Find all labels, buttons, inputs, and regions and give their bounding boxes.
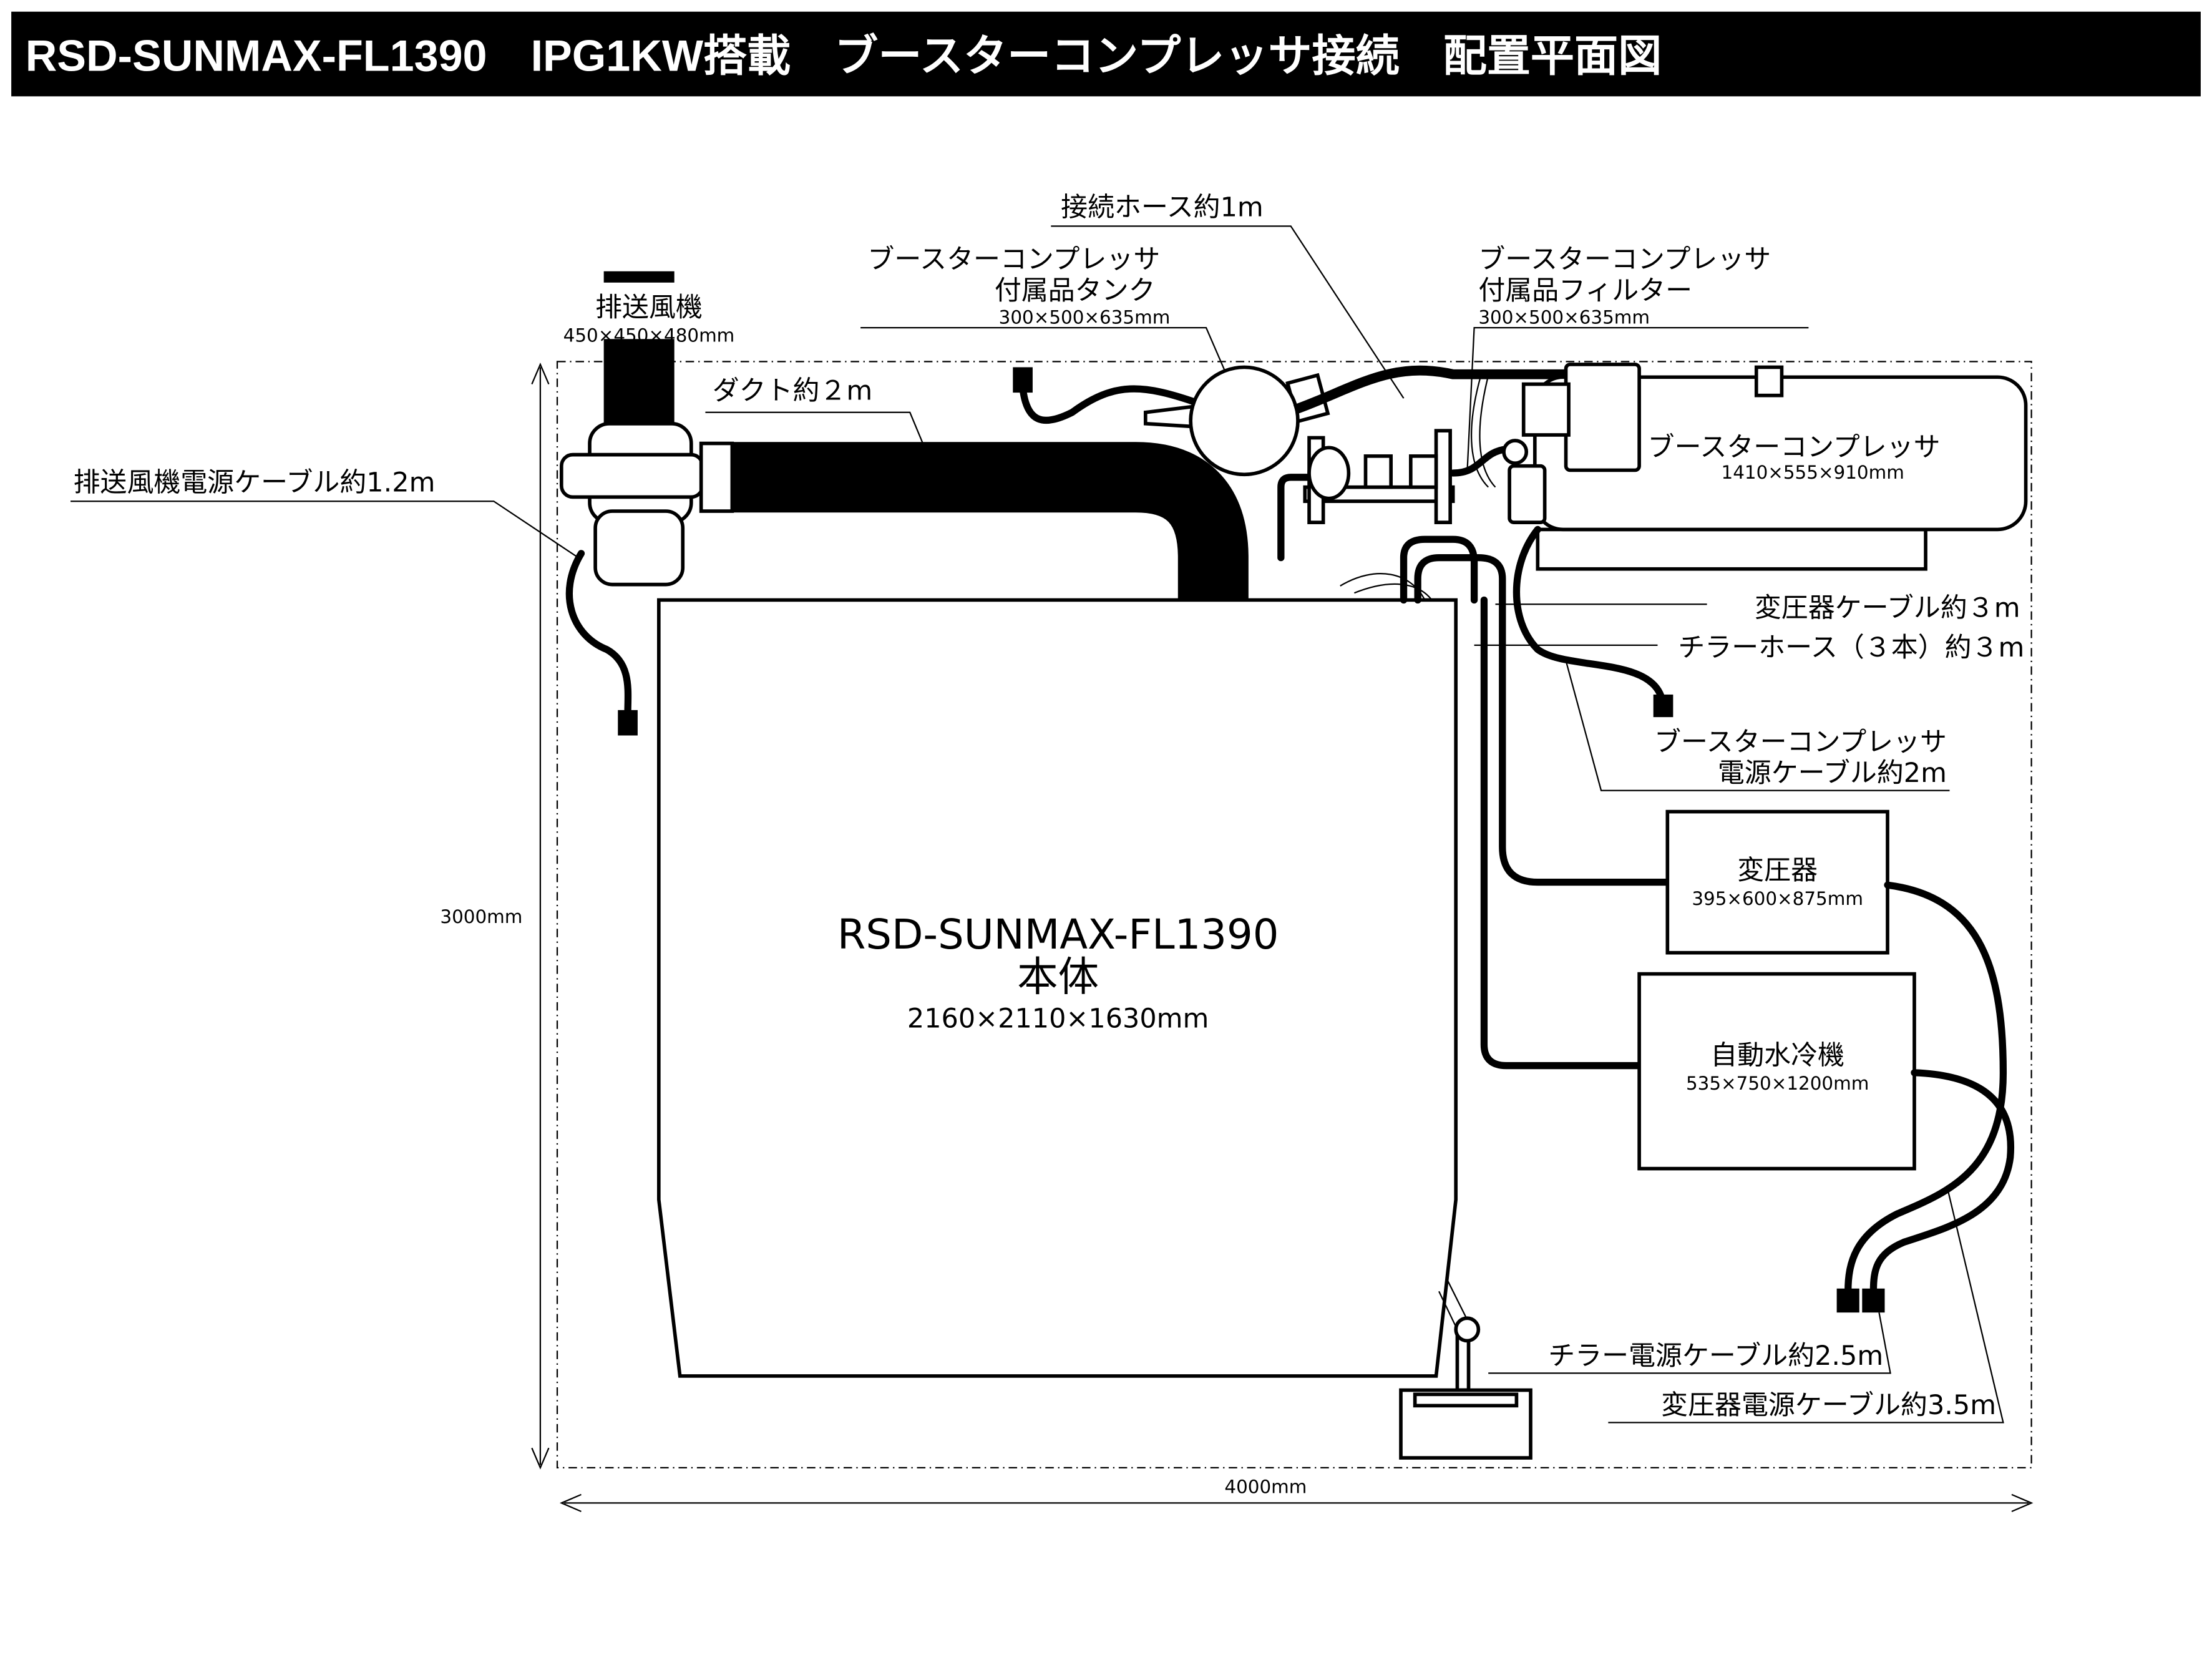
compressor-port — [1521, 382, 1571, 437]
transformer-plug-icon — [1836, 1288, 1859, 1313]
compressor-base — [1536, 527, 1927, 571]
main-unit-sub: 本体 — [1017, 954, 1099, 1001]
compressor-size: 1410×555×910mm — [1722, 462, 1904, 483]
filter-size: 300×500×635mm — [1478, 306, 1650, 328]
transformer-power-cable — [1844, 881, 2007, 1295]
main-unit-size: 2160×2110×1630mm — [907, 1003, 1209, 1035]
transformer-cable-label: 変圧器ケーブル約３m — [1755, 593, 2020, 624]
transformer-power-leader — [1608, 1185, 2004, 1423]
compressor-plug-icon — [1653, 694, 1674, 718]
fan-cable-leader — [71, 500, 579, 559]
chiller-size: 535×750×1200mm — [1686, 1073, 1869, 1094]
compressor-motor — [1508, 464, 1547, 524]
fan-size: 450×450×480mm — [563, 325, 735, 346]
compressor-hoses — [1471, 369, 1496, 488]
tank-cable — [1019, 384, 1200, 424]
compressor-cable-label-2: 電源ケーブル約2m — [1718, 758, 1947, 789]
filter-label-1: ブースターコンプレッサ — [1478, 244, 1771, 275]
hose-leader — [1051, 225, 1405, 399]
tank-label-2: 付属品タンク — [995, 275, 1156, 306]
duct-coupling — [699, 441, 734, 513]
tank-plug-icon — [1013, 367, 1033, 393]
compressor-name: ブースターコンプレッサ — [1648, 432, 1941, 463]
chiller — [1637, 972, 1916, 1171]
compressor-cable-leader — [1565, 660, 1950, 791]
fan-name: 排送風機 — [595, 292, 703, 323]
chiller-power-leader — [1488, 1312, 1891, 1374]
hose-label: 接続ホース約1m — [1061, 192, 1264, 223]
fan-exhaust-top — [603, 271, 675, 283]
title-bar — [11, 11, 2201, 97]
tank-size: 300×500×635mm — [999, 306, 1171, 328]
room-boundary — [556, 361, 2032, 1469]
chiller-hose — [1480, 596, 1643, 1070]
booster-tank — [1189, 365, 1300, 477]
filter-leader — [1466, 327, 1809, 474]
main-unit — [656, 598, 1458, 1378]
fan-power-cable — [565, 550, 632, 717]
tank-nozzle — [1143, 404, 1194, 429]
fan-flange — [559, 452, 704, 499]
height-label: 3000mm — [440, 906, 522, 927]
chiller-name: 自動水冷機 — [1710, 1040, 1844, 1071]
transformer-cable — [1414, 554, 1671, 886]
fan-plug-icon — [618, 710, 638, 736]
connection-hose — [1293, 365, 1573, 414]
fan-motor — [593, 509, 685, 587]
booster-filter — [1277, 429, 1529, 562]
width-label: 4000mm — [1224, 1477, 1307, 1498]
chiller-power-cable — [1869, 1069, 2015, 1295]
foot-switch — [1399, 1277, 1532, 1460]
height-dimension — [531, 363, 550, 1470]
compressor-cable-label-1: ブースターコンプレッサ — [1654, 726, 1947, 758]
transformer-name: 変圧器 — [1737, 855, 1818, 886]
main-unit-name: RSD-SUNMAX-FL1390 — [837, 911, 1279, 959]
chiller-hose-label: チラーホース（３本）約３m — [1678, 632, 2024, 663]
tank-leader — [860, 327, 1225, 371]
transformer — [1665, 809, 1889, 955]
chiller-plug-icon — [1862, 1288, 1885, 1313]
chiller-power-label: チラー電源ケーブル約2.5m — [1548, 1340, 1883, 1372]
compressor-power-cable — [1513, 525, 1665, 703]
fan-cable-label: 排送風機電源ケーブル約1.2m — [74, 467, 436, 498]
duct-label: ダクト約２m — [713, 375, 873, 406]
compressor-fitting — [1754, 365, 1784, 398]
width-dimension — [559, 1493, 2034, 1513]
page-title: RSD-SUNMAX-FL1390 IPG1KW搭載 ブースターコンプレッサ接続… — [26, 32, 1662, 81]
compressor-head — [1564, 363, 1641, 472]
duct — [732, 442, 1249, 600]
tank-label-1: ブースターコンプレッサ — [867, 244, 1160, 275]
unit-top-cable — [1400, 535, 1478, 604]
filter-label-2: 付属品フィルター — [1478, 275, 1692, 306]
transformer-power-label: 変圧器電源ケーブル約3.5m — [1661, 1390, 1996, 1421]
duct-leader — [705, 411, 925, 447]
transformer-size: 395×600×875mm — [1692, 888, 1863, 909]
